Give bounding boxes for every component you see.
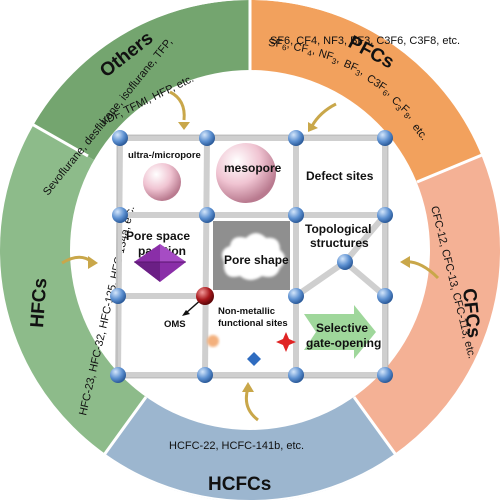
label-mesopore: mesopore xyxy=(224,161,282,175)
label-nonmetallic-1: Non-metallic xyxy=(218,306,275,317)
oms-node xyxy=(196,287,214,305)
node xyxy=(112,207,128,223)
micropore-sphere xyxy=(143,163,181,201)
node xyxy=(288,367,304,383)
mesopore-sphere xyxy=(216,143,276,203)
oms-pointer-head xyxy=(182,310,190,316)
label-topological-1: Topological xyxy=(305,222,371,236)
octahedron-icon xyxy=(134,244,186,282)
node xyxy=(377,288,393,304)
label-defect-sites: Defect sites xyxy=(306,169,374,183)
node xyxy=(377,207,393,223)
label-selective-1: Selective xyxy=(316,321,368,335)
sector-dividers xyxy=(32,0,483,456)
arrow-heads xyxy=(88,122,410,392)
node xyxy=(199,130,215,146)
label-topological-2: structures xyxy=(310,236,369,250)
selective-arrow-shape xyxy=(304,305,376,359)
lattice-struts xyxy=(115,135,388,378)
red-star-icon xyxy=(276,332,296,352)
label-nonmetallic-2: functional sites xyxy=(218,318,288,329)
hfcs-title: HFCs xyxy=(27,277,51,328)
node xyxy=(112,130,128,146)
cfcs-title: CFCs xyxy=(458,287,484,339)
node xyxy=(110,367,126,383)
hcfcs-list: HCFC-22, HCFC-141b, etc. xyxy=(169,440,304,452)
label-selective-2: gate-opening xyxy=(306,336,381,350)
node xyxy=(199,207,215,223)
hcfcs-title: HCFCs xyxy=(208,474,271,495)
blue-diamond-icon xyxy=(247,352,261,366)
node xyxy=(377,367,393,383)
node xyxy=(288,207,304,223)
lattice-nodes xyxy=(110,130,393,383)
lattice-strut-outlines xyxy=(116,134,389,379)
node xyxy=(377,130,393,146)
node xyxy=(288,130,304,146)
label-micropore: ultra-/micropore xyxy=(128,150,201,161)
node xyxy=(288,288,304,304)
orange-blob-icon xyxy=(207,335,219,347)
node xyxy=(197,367,213,383)
label-partition-1: Pore space xyxy=(126,229,190,243)
arrow-others xyxy=(169,90,186,121)
node xyxy=(337,254,353,270)
label-pore-shape: Pore shape xyxy=(224,253,289,267)
hcfcs-group: HCFCs HCFC-22, HCFC-141b, etc. xyxy=(169,440,304,495)
arrow-pfcs xyxy=(310,102,337,127)
node xyxy=(110,288,126,304)
pfcs-formula: SF6, CF4, NF3, BF3, C3F6, C3F8, etc. xyxy=(270,35,460,47)
cloud-shape xyxy=(222,233,285,280)
label-oms: OMS xyxy=(164,319,186,330)
